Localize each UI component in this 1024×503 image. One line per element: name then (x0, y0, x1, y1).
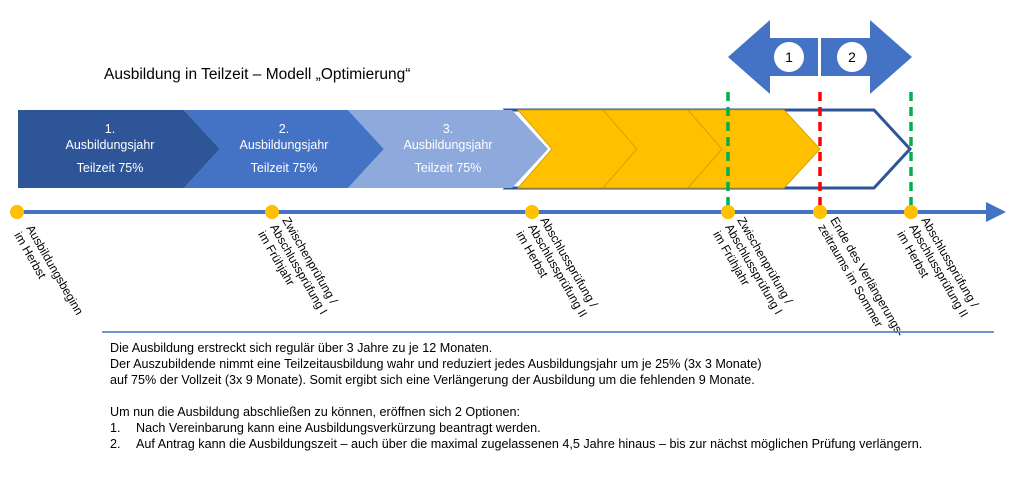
notes-line-3: auf 75% der Vollzeit (3x 9 Monate). Somi… (110, 373, 755, 387)
year-arrow-2 (184, 110, 384, 188)
diagram-title: Ausbildung in Teilzeit – Modell „Optimie… (104, 66, 411, 83)
year-3-number: 3. (443, 122, 453, 136)
options-list: 1. Nach Vereinbarung kann eine Ausbildung… (110, 420, 1010, 452)
option-1-arrow (728, 20, 818, 94)
year-arrow-1 (18, 110, 220, 188)
option-1-badge (774, 42, 804, 72)
option-item-2: 2. Auf Antrag kann die Ausbildungszeit – … (110, 436, 1010, 452)
year-2-number: 2. (279, 122, 289, 136)
year-2-label: Ausbildungsjahr (240, 138, 329, 152)
timeline-arrowhead (986, 202, 1006, 222)
year-2-sub: Teilzeit 75% (251, 161, 318, 175)
year-1-label: Ausbildungsjahr (66, 138, 155, 152)
milestone-dot-5 (813, 205, 827, 219)
option-2-label: 2 (848, 49, 856, 65)
extension-chevron-3 (686, 109, 821, 189)
milestone-dot-1 (10, 205, 24, 219)
option-item-1-text: Nach Vereinbarung kann eine Ausbildungsv… (136, 421, 541, 435)
notes-line-2: Der Auszubildende nimmt eine Teilzeitaus… (110, 357, 762, 371)
year-3-label: Ausbildungsjahr (404, 138, 493, 152)
option-2-badge (837, 42, 867, 72)
notes-intro: Um nun die Ausbildung abschließen zu kön… (110, 405, 521, 419)
option-item-1-number: 1. (110, 421, 121, 435)
milestone-dot-3 (525, 205, 539, 219)
year-1-sub: Teilzeit 75% (77, 161, 144, 175)
milestone-dot-6 (904, 205, 918, 219)
milestone-dot-2 (265, 205, 279, 219)
notes-line-1: Die Ausbildung erstreckt sich regulär üb… (110, 341, 493, 355)
spacer (110, 388, 1010, 404)
option-1-label: 1 (785, 49, 793, 65)
option-item-1: 1. Nach Vereinbarung kann eine Ausbildung… (110, 420, 1010, 436)
milestone-dot-4 (721, 205, 735, 219)
option-item-2-number: 2. (110, 437, 121, 451)
year-arrow-3 (348, 110, 548, 188)
year-1-number: 1. (105, 122, 115, 136)
option-item-2-text: Auf Antrag kann die Ausbildungszeit – au… (136, 437, 923, 451)
milestone-5-line-1: Ende des Verlängerungs- (827, 215, 907, 339)
explanation-text: Die Ausbildung erstreckt sich regulär üb… (110, 340, 1010, 452)
year-3-sub: Teilzeit 75% (415, 161, 482, 175)
